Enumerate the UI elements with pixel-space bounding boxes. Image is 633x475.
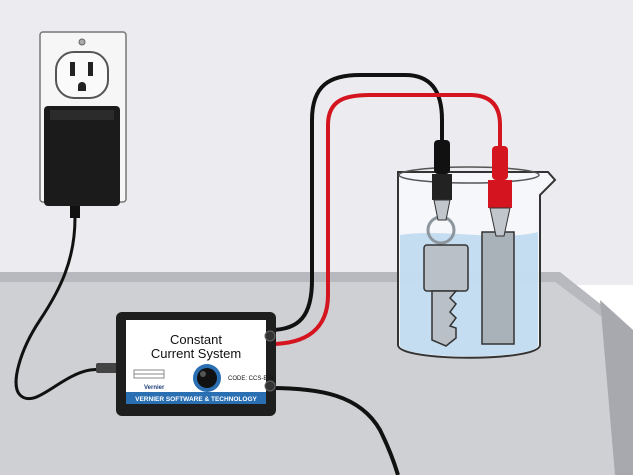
red-alligator-clip (488, 146, 512, 237)
device-brand: Vernier (144, 385, 165, 391)
device-banner (126, 392, 266, 404)
device-title-line2: Current System (151, 346, 241, 361)
power-plug (96, 363, 118, 373)
red-wire (269, 93, 502, 346)
current-knob[interactable] (193, 364, 221, 392)
table-side-edge (600, 300, 633, 475)
black-alligator-clip (432, 140, 452, 221)
device-code: CODE: CCS-BTA (228, 376, 275, 382)
output-cable (269, 386, 400, 475)
device-title-line1: Constant (170, 332, 222, 347)
power-adapter (44, 106, 120, 218)
power-cable (14, 217, 113, 401)
output-jack-bottom (264, 380, 276, 392)
device-banner-text: VERNIER SOFTWARE & TECHNOLOGY (135, 396, 257, 403)
water (400, 232, 538, 357)
electrode-anode (481, 231, 515, 345)
key-cathode (423, 215, 469, 347)
vernier-logo-icon (133, 369, 165, 379)
beaker (397, 166, 557, 359)
constant-current-device: Constant Current System Vernier CODE: CC… (116, 312, 276, 416)
black-wire (269, 73, 444, 332)
output-jack-top (264, 330, 276, 342)
